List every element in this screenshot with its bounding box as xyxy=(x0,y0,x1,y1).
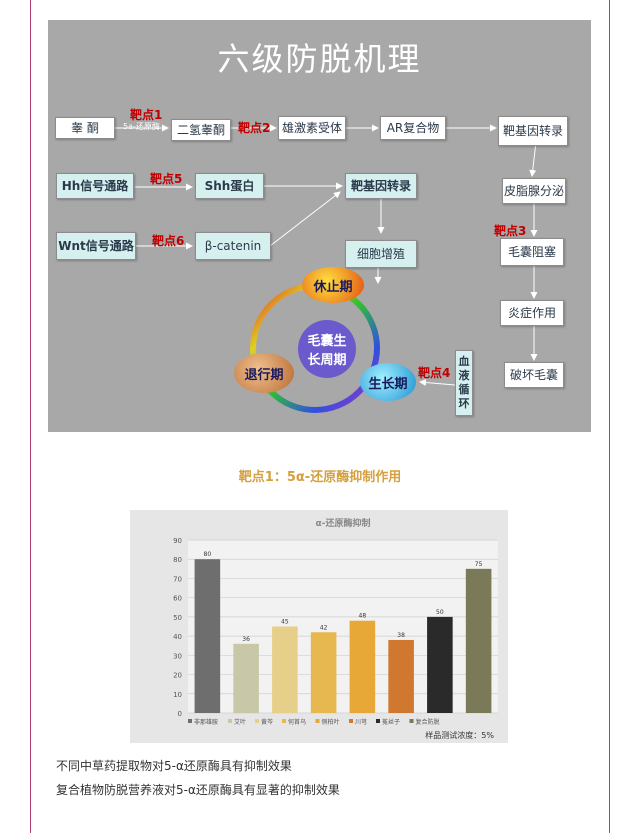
y-tick-label: 80 xyxy=(173,556,182,564)
bar-复合防脱 xyxy=(465,568,492,713)
y-tick-label: 30 xyxy=(173,652,182,660)
y-tick-label: 60 xyxy=(173,595,182,603)
legend-label: 艾叶 xyxy=(234,718,246,726)
y-tick-label: 70 xyxy=(173,575,182,583)
target-3-label: 靶点3 xyxy=(494,224,527,238)
legend-swatch xyxy=(282,719,286,723)
legend-swatch xyxy=(188,719,192,723)
node-testosterone: 睾 酮 xyxy=(55,117,115,139)
bar-菟丝子 xyxy=(427,616,453,713)
data-label: 80 xyxy=(204,551,212,558)
bar-非那雄胺 xyxy=(194,559,221,713)
node-dht: 二氢睾酮 xyxy=(171,119,231,141)
legend-swatch xyxy=(315,719,320,723)
bar-侧柏叶 xyxy=(349,620,376,713)
bar-何首乌 xyxy=(310,632,337,713)
bar-川芎 xyxy=(388,639,414,713)
hair-cycle-center: 毛囊生 长周期 xyxy=(298,320,356,378)
node-ar-complex: AR复合物 xyxy=(380,116,446,140)
data-label: 42 xyxy=(320,624,328,631)
phase-regression: 退行期 xyxy=(234,353,294,393)
legend-swatch xyxy=(409,719,414,723)
legend-label: 侧柏叶 xyxy=(322,718,340,726)
phase-growth: 生长期 xyxy=(360,363,416,401)
node-sebum: 皮脂腺分泌 xyxy=(502,178,566,204)
chart-title: α-还原酶抑制 xyxy=(316,517,371,529)
node-inflammation: 炎症作用 xyxy=(500,300,564,326)
data-label: 38 xyxy=(397,632,405,639)
bar-艾叶 xyxy=(233,643,259,713)
mechanism-diagram: 六级防脱机理 xyxy=(48,20,591,432)
node-follicle-block: 毛囊阻塞 xyxy=(500,238,564,266)
caption-1: 不同中草药提取物对5-α还原酶具有抑制效果 xyxy=(56,759,292,773)
node-proliferation: 细胞增殖 xyxy=(345,240,417,268)
y-tick-label: 90 xyxy=(173,537,182,545)
legend-swatch xyxy=(376,719,380,723)
node-beta-catenin: β-catenin xyxy=(195,232,271,260)
chart-svg: α-还原酶抑制 0 10 20 30 40 50 60 70 80 90 80 36 45 42 48 38 50… xyxy=(173,517,498,726)
target-5-label: 靶点5 xyxy=(150,172,183,186)
data-label: 48 xyxy=(359,613,367,620)
legend-label: 菟丝子 xyxy=(382,718,400,726)
target-6-label: 靶点6 xyxy=(152,234,185,248)
target-4-label: 靶点4 xyxy=(418,366,451,380)
legend-swatch xyxy=(255,719,259,723)
chart-note: 样品测试浓度：5% xyxy=(425,731,494,740)
y-tick-label: 0 xyxy=(178,710,182,718)
node-target-gene-right: 靶基因转录 xyxy=(498,116,568,146)
legend-swatch xyxy=(228,719,232,723)
right-border-line xyxy=(609,0,610,833)
enzyme-label: 5a-还原酶 xyxy=(123,122,160,131)
node-shh-protein: Shh蛋白 xyxy=(195,173,264,199)
y-tick-label: 20 xyxy=(173,672,182,680)
legend-label: 黄芩 xyxy=(261,718,273,726)
inhibition-chart: α-还原酶抑制 0 10 20 30 40 50 60 70 80 90 80 36 45 42 48 38 50… xyxy=(130,510,508,743)
y-tick-label: 10 xyxy=(173,691,182,699)
legend-label: 何首乌 xyxy=(288,718,306,726)
node-follicle-destroy: 破坏毛囊 xyxy=(504,362,564,388)
y-tick-label: 50 xyxy=(173,614,182,622)
node-blood-circulation: 血 液 循 环 xyxy=(455,350,473,416)
legend-label: 川芎 xyxy=(355,718,367,726)
node-hh-pathway: Hh信号通路 xyxy=(56,173,134,199)
data-label: 36 xyxy=(242,636,250,643)
target-2-label: 靶点2 xyxy=(238,121,271,135)
legend-label: 复合防脱 xyxy=(416,718,440,726)
data-label: 50 xyxy=(436,609,444,616)
node-target-gene-center: 靶基因转录 xyxy=(345,173,417,199)
target-1-label: 靶点1 xyxy=(130,108,163,122)
legend-swatch xyxy=(349,719,353,723)
left-border-line xyxy=(30,0,31,833)
diagram-title: 六级防脱机理 xyxy=(217,40,422,78)
data-label: 45 xyxy=(281,619,289,626)
section-heading: 靶点1：5α-还原酶抑制作用 xyxy=(238,470,402,485)
caption-2: 复合植物防脱营养液对5-α还原酶具有显著的抑制效果 xyxy=(56,783,340,797)
node-wnt-pathway: Wnt信号通路 xyxy=(56,232,136,260)
bar-黄芩 xyxy=(272,626,298,713)
phase-rest: 休止期 xyxy=(302,267,364,303)
data-label: 75 xyxy=(475,561,483,568)
node-androgen-receptor: 雄激素受体 xyxy=(278,116,346,140)
y-tick-label: 40 xyxy=(173,633,182,641)
legend-label: 非那雄胺 xyxy=(194,718,218,726)
